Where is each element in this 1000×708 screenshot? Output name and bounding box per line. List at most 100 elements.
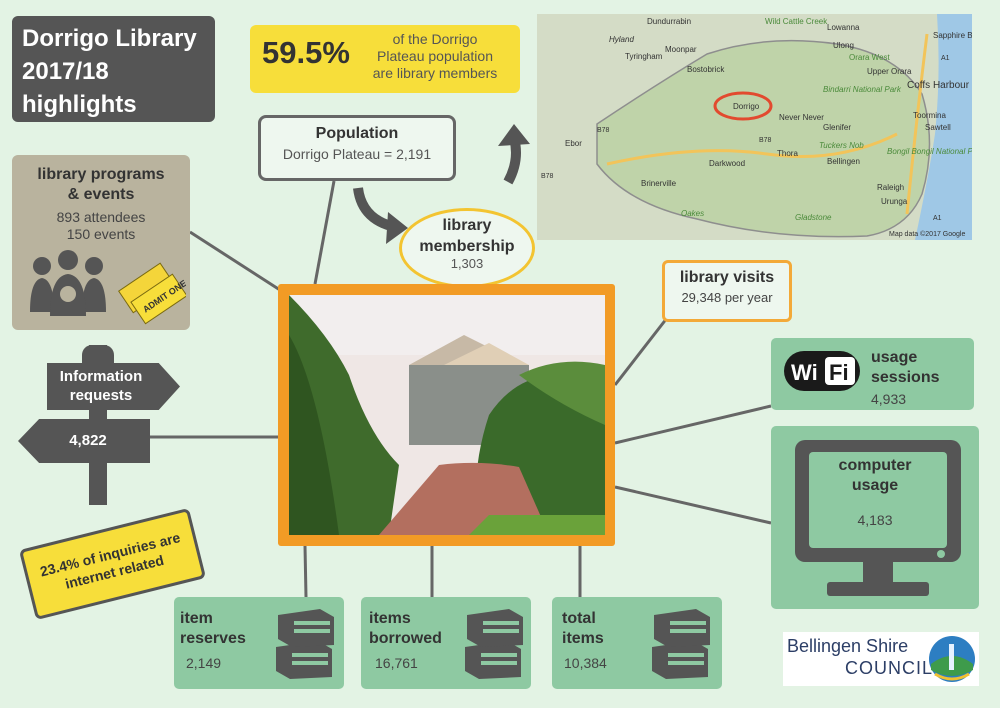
population-title: Population [315, 125, 399, 142]
map-place: Darkwood [709, 159, 745, 168]
map-place: Toormina [913, 111, 946, 120]
total-value: 10,384 [564, 655, 607, 671]
library-visits-value: 29,348 per year [681, 290, 773, 305]
map-place: Sapphire Beach [933, 31, 972, 40]
map-place: Raleigh [877, 183, 904, 192]
membership-label-2: membership [419, 238, 515, 255]
library-visits-title: library visits [679, 269, 775, 286]
membership-label-1: library [442, 217, 492, 234]
computer-value: 4,183 [857, 512, 893, 528]
svg-text:Wi: Wi [791, 360, 818, 385]
map-place: Upper Orara [867, 67, 912, 76]
programs-title-1: library programs [37, 166, 165, 183]
map-place: Sawtell [925, 123, 951, 132]
ocean-area [915, 14, 972, 240]
map-place: Bongil Bongil National Park [887, 147, 972, 156]
info-requests-sign: Information requests [47, 363, 180, 410]
computer-label-1: computer [838, 457, 912, 474]
map-road: B78 [541, 173, 554, 180]
borrowed-value: 16,761 [375, 655, 418, 671]
map-place: Bostobrick [687, 65, 725, 74]
arrow-head-down [386, 212, 408, 244]
wifi-box: Wi Fi usage sessions 4,933 [771, 338, 974, 410]
item-reserves-box: item reserves 2,149 [174, 597, 344, 689]
computer-label-2: usage [851, 477, 899, 494]
wifi-label-1: usage [871, 349, 918, 366]
connector-population [313, 180, 336, 285]
computer-usage-box: computer usage 4,183 [771, 426, 979, 609]
map-credit: Map data ©2017 Google [889, 230, 965, 238]
map-place: Thora [777, 149, 798, 158]
membership-stat-box: 59.5% of the Dorrigo Plateau population … [250, 25, 520, 93]
borrowed-label-1: items [369, 610, 411, 627]
books-icon [652, 609, 710, 679]
books-icon [465, 609, 523, 679]
connector-wifi [614, 404, 772, 445]
total-label-2: items [562, 630, 604, 647]
map-place: Glenifer [823, 123, 851, 132]
council-name-line-2: COUNCIL [845, 658, 934, 678]
wifi-value: 4,933 [871, 391, 907, 407]
info-requests-label-1: Information [59, 368, 143, 385]
map-place: Bellingen [827, 157, 860, 166]
map-place: Wild Cattle Creek [765, 17, 828, 26]
wifi-icon: Wi Fi [784, 351, 860, 391]
map-road: A1 [941, 55, 950, 62]
svg-text:Fi: Fi [829, 360, 849, 385]
council-emblem-icon [929, 636, 975, 682]
connector-computer [614, 485, 772, 525]
map-place: Moonpar [665, 45, 697, 54]
wifi-label-2: sessions [871, 369, 940, 386]
total-label-1: total [562, 610, 596, 627]
population-value: Dorrigo Plateau = 2,191 [282, 146, 432, 162]
title-line-3: highlights [22, 91, 137, 118]
reserves-value: 2,149 [186, 655, 222, 671]
connector-visits [613, 317, 669, 386]
connector-reserves [303, 545, 308, 598]
computer-monitor-icon [795, 440, 961, 596]
programs-attendees: 893 attendees [56, 209, 146, 225]
books-icon [276, 609, 334, 679]
road-a1 [905, 33, 929, 215]
map-place: Coffs Harbour [907, 80, 970, 91]
shire-boundary [596, 39, 931, 238]
map-place: Tuckers Nob [819, 141, 864, 150]
reserves-label-2: reserves [180, 630, 246, 647]
map-place: Oakes [681, 209, 704, 218]
membership-percent: 59.5% [262, 35, 350, 70]
road-b78 [606, 132, 898, 166]
library-photo [289, 295, 605, 535]
total-items-box: total items 10,384 [552, 597, 722, 689]
map-place: Lowanna [827, 23, 860, 32]
map-place: Orara West [849, 53, 891, 62]
programs-box: library programs & events 893 attendees … [12, 155, 190, 330]
ticket-icon: ADMIT ONE [118, 262, 186, 325]
population-box: Population Dorrigo Plateau = 2,191 [258, 115, 456, 181]
people-icon [30, 250, 106, 316]
map-road: B78 [759, 137, 772, 144]
info-requests-label-2: requests [69, 387, 133, 404]
map-place: Urunga [881, 197, 908, 206]
stat-line-3: are library members [372, 65, 498, 81]
map-place: Never Never [779, 113, 824, 122]
map-place: Ulong [833, 41, 854, 50]
stat-line-2: Plateau population [377, 48, 493, 64]
signpost-cap [82, 345, 114, 365]
info-requests-value-sign: 4,822 [18, 419, 150, 463]
membership-value: 1,303 [450, 256, 484, 271]
map-road: A1 [933, 215, 942, 222]
connector-programs [189, 230, 281, 292]
programs-events: 150 events [66, 226, 136, 242]
council-logo: Bellingen Shire COUNCIL [783, 632, 979, 686]
arrow-head-up [498, 124, 530, 146]
reserves-label-1: item [180, 610, 213, 627]
map-place: Bindarri National Park [823, 85, 902, 94]
map-road: B78 [597, 127, 610, 134]
programs-title-2: & events [67, 186, 135, 203]
page-title: Dorrigo Library 2017/18 highlights [12, 16, 215, 122]
map-place: Brinerville [641, 179, 677, 188]
map-place: Gladstone [795, 213, 832, 222]
title-line-2: 2017/18 [22, 58, 109, 85]
council-name-line-1: Bellingen Shire [787, 636, 909, 656]
